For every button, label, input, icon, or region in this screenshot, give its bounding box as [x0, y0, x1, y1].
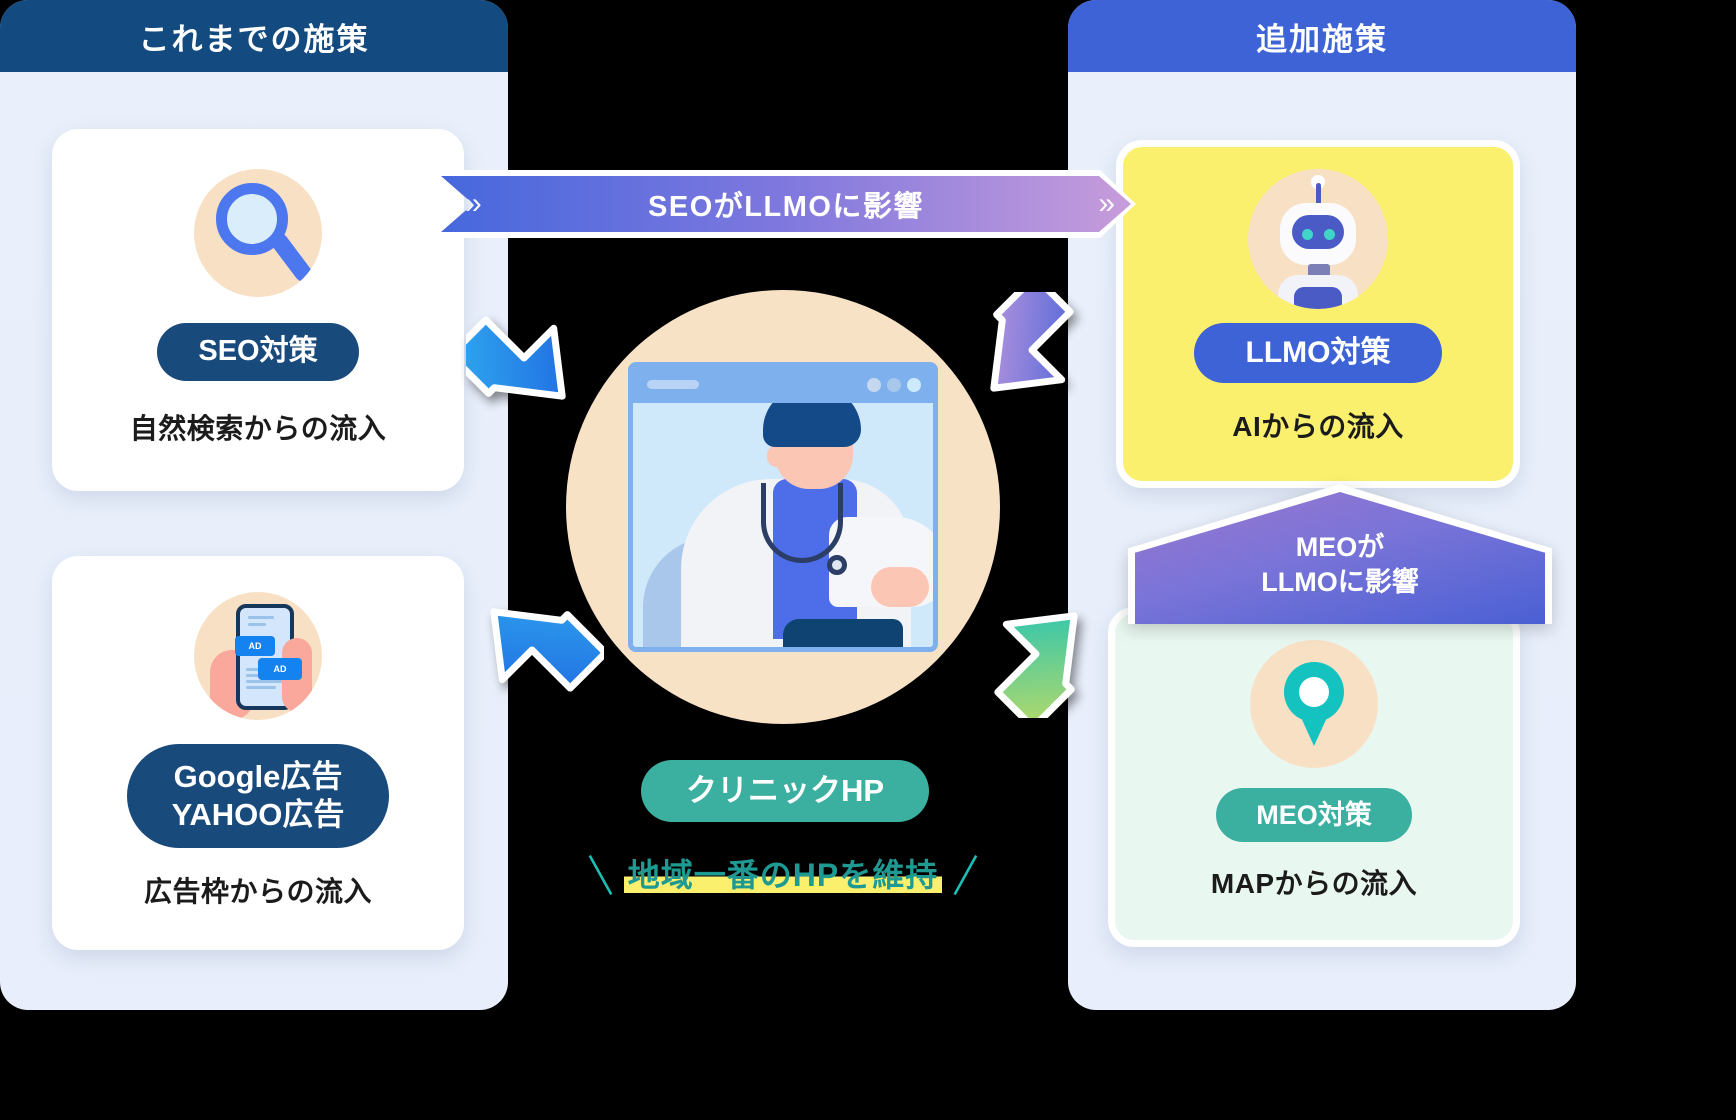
map-pin-icon [1250, 640, 1378, 768]
doctor-website-illustration [566, 290, 1000, 724]
caption-meo: MAPからの流入 [1210, 868, 1418, 899]
banner-seo-affects-llmo: » SEOがLLMOに影響 » [436, 170, 1136, 238]
browser-window-mock [628, 362, 938, 652]
card-ads[interactable]: AD AD Google広告 YAHOO広告 広告枠からの流入 [52, 556, 464, 950]
maintain-text: 地域一番のHPを維持 [623, 850, 943, 896]
pill-ads-line2: YAHOO広告 [171, 797, 345, 832]
banner-body: » SEOがLLMOに影響 » [441, 176, 1131, 232]
chevron-right-icon-right: » [1098, 187, 1109, 220]
ad-badge-1: AD [235, 636, 275, 656]
magnifier-icon [194, 169, 322, 297]
pill-seo: SEO対策 [157, 323, 359, 381]
arrow-llmo-to-hp [974, 292, 1104, 417]
arrow-seo-to-hp [466, 300, 596, 420]
pill-meo: MEO対策 [1216, 788, 1412, 842]
robot-icon [1248, 169, 1388, 309]
arrow-meo-to-hp [978, 596, 1108, 718]
card-seo[interactable]: SEO対策 自然検索からの流入 [52, 129, 464, 491]
ad-badge-2: AD [258, 658, 302, 680]
arrow-meo-affects-llmo: MEOが LLMOに影響 [1128, 484, 1552, 624]
meo-arrow-line2: LLMOに影響 [1261, 567, 1419, 598]
right-panel-header: 追加施策 [1068, 0, 1576, 72]
card-meo[interactable]: MEO対策 MAPからの流入 [1108, 607, 1520, 947]
pill-ads-line1: Google広告 [173, 759, 343, 795]
maintain-text-wrap: ＼ 地域一番のHPを維持 ／ [566, 845, 1000, 901]
pill-ads: Google広告 YAHOO広告 [127, 744, 389, 848]
caption-ads: 広告枠からの流入 [143, 876, 372, 907]
caption-seo: 自然検索からの流入 [129, 413, 387, 444]
phone-ad-icon: AD AD [194, 592, 322, 720]
pill-llmo: LLMO対策 [1194, 323, 1442, 383]
magnifier-lens [216, 183, 288, 255]
pill-clinic-hp: クリニックHP [641, 760, 929, 822]
browser-titlebar [633, 367, 933, 403]
meo-arrow-text: MEOが LLMOに影響 [1128, 530, 1552, 600]
slash-right-icon: ／ [944, 853, 988, 900]
meo-arrow-line1: MEOが [1295, 532, 1385, 562]
card-llmo[interactable]: LLMO対策 AIからの流入 [1116, 140, 1520, 488]
browser-url-placeholder [647, 380, 699, 389]
left-panel-header: これまでの施策 [0, 0, 508, 72]
chevron-right-icon-left: » [465, 187, 476, 220]
caption-llmo: AIからの流入 [1232, 411, 1404, 442]
banner-label: SEOがLLMOに影響 [648, 191, 924, 223]
slash-left-icon: ＼ [578, 853, 622, 900]
arrow-ads-to-hp [474, 592, 604, 712]
